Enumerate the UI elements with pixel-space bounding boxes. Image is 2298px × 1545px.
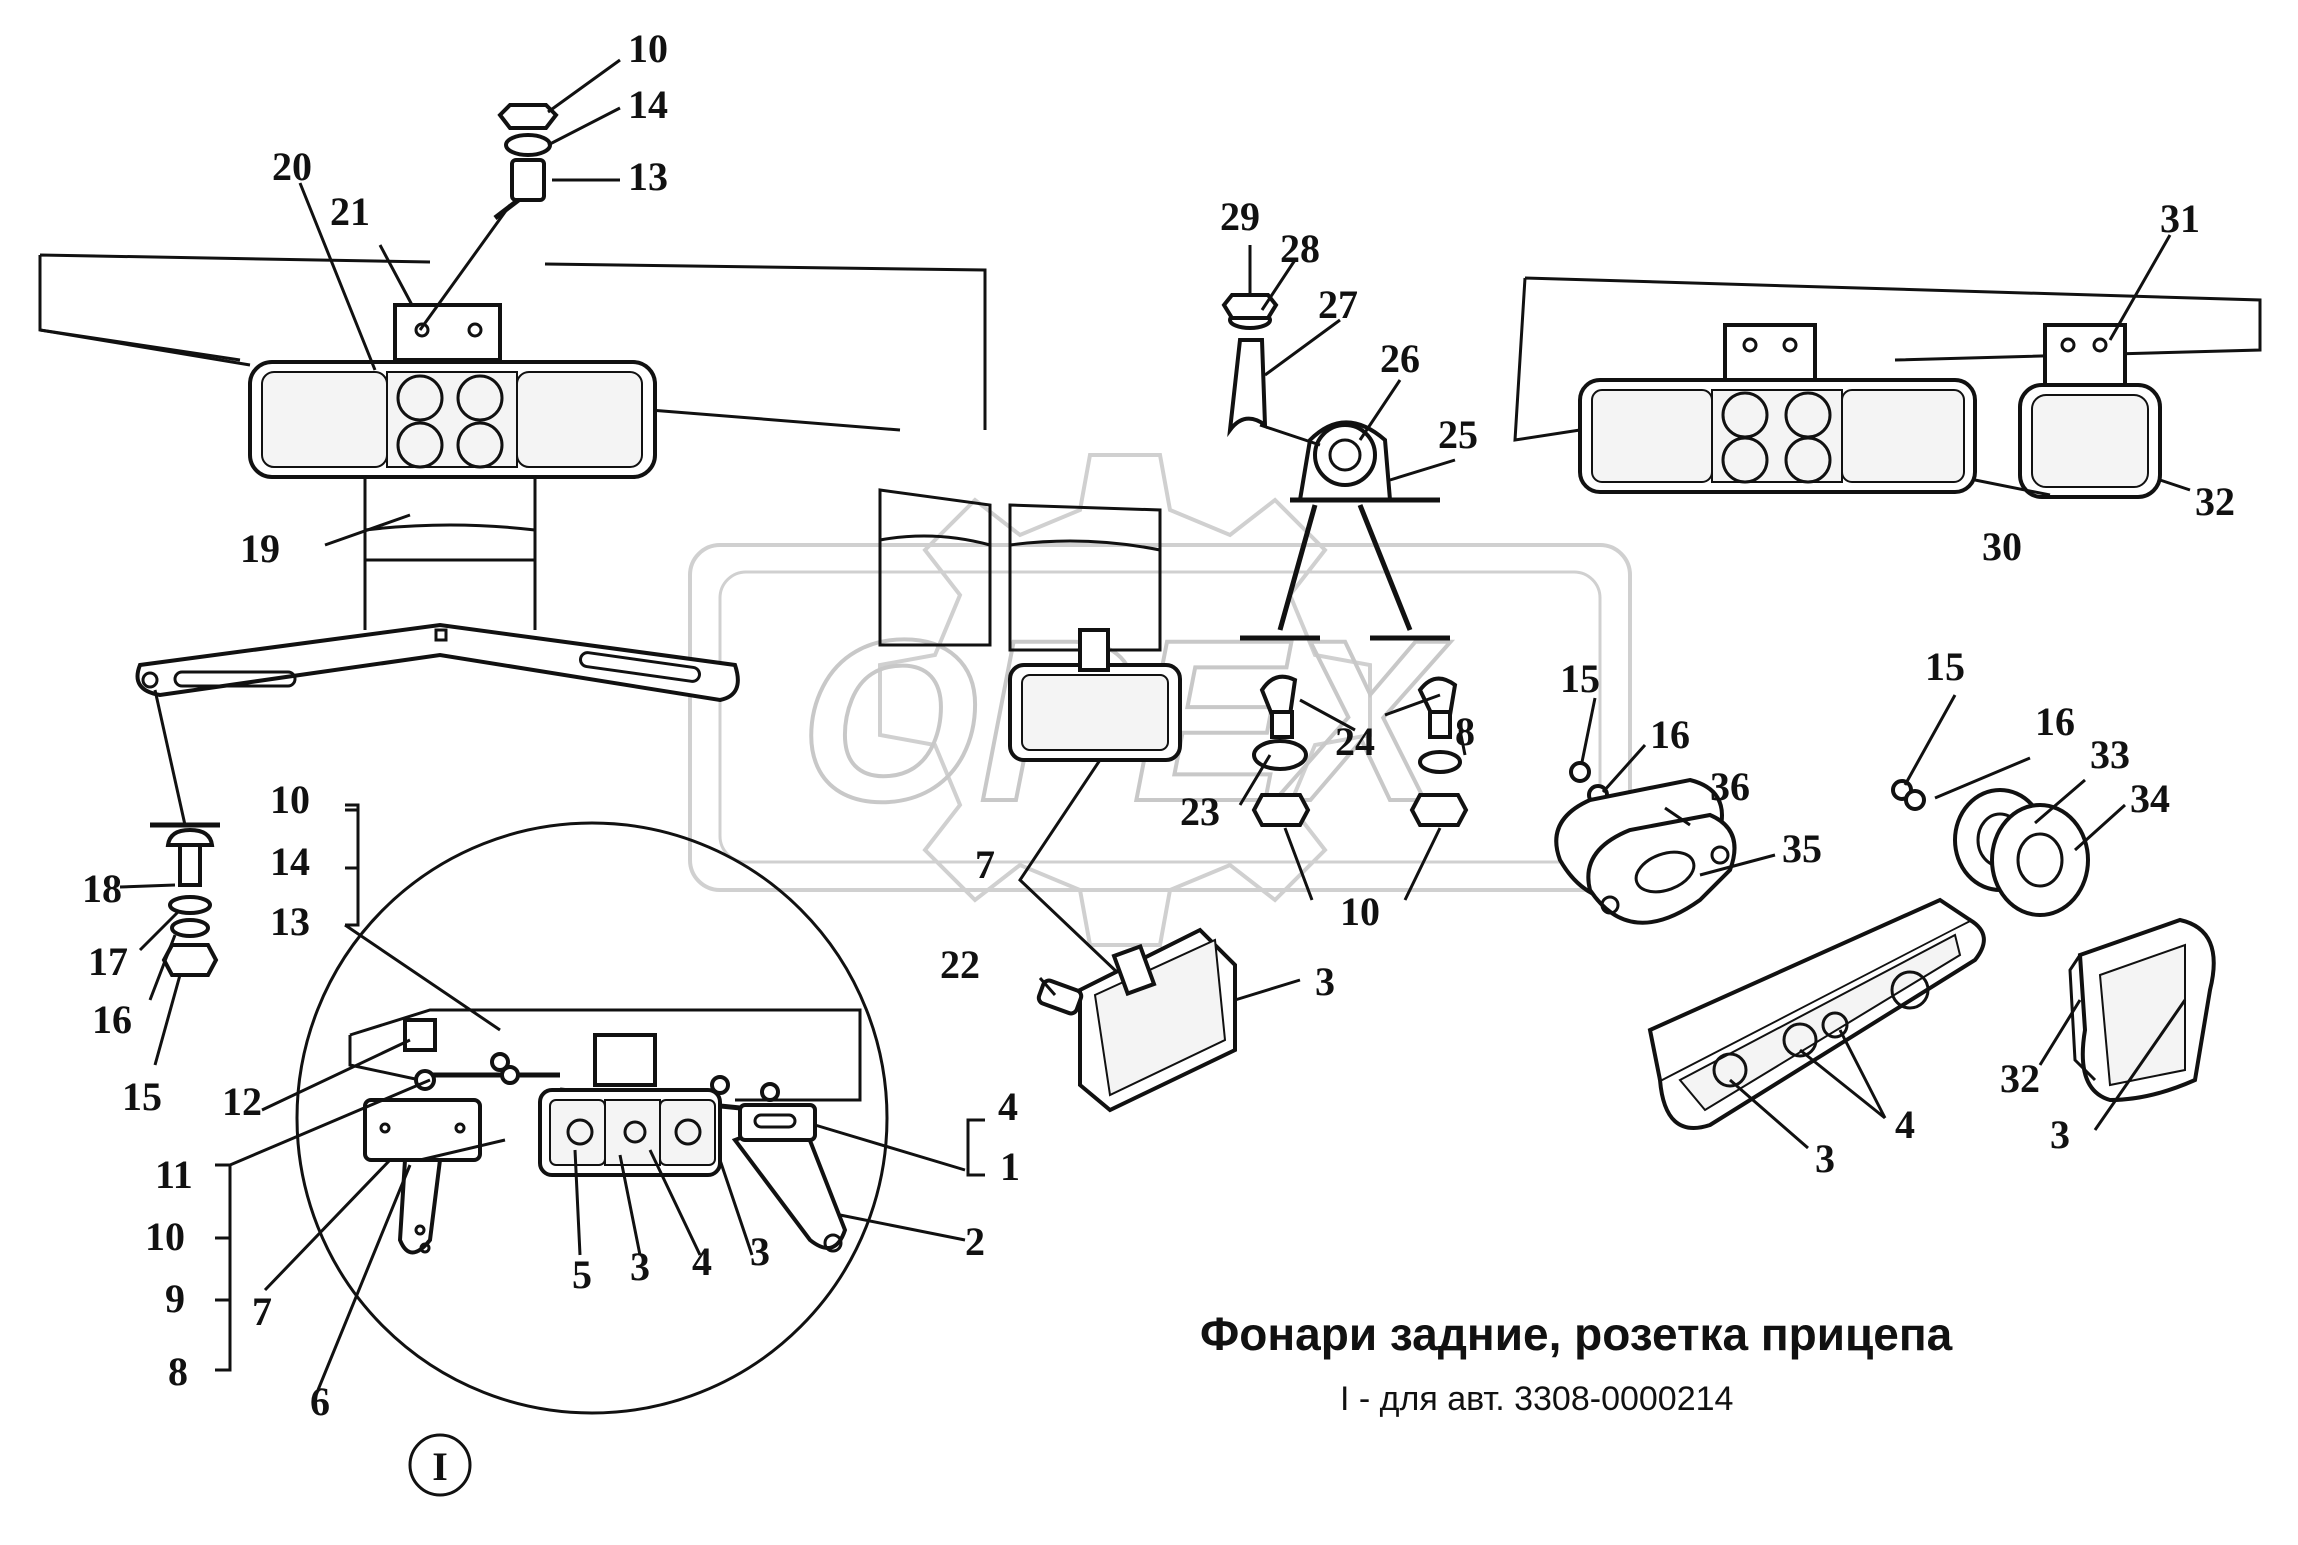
- callout-23: 23: [1180, 789, 1220, 834]
- callout-26: 26: [1380, 336, 1420, 381]
- callout-16: 16: [1650, 712, 1690, 757]
- callout-22: 22: [940, 942, 980, 987]
- callout-3: 3: [630, 1244, 650, 1289]
- callout-8: 8: [168, 1349, 188, 1394]
- callout-28: 28: [1280, 226, 1320, 271]
- callout-1: 1: [1000, 1144, 1020, 1189]
- callout-34: 34: [2130, 776, 2170, 821]
- callout-11: 11: [155, 1152, 193, 1197]
- callout-30: 30: [1982, 524, 2022, 569]
- callout-17: 17: [88, 939, 128, 984]
- callout-5: 5: [572, 1252, 592, 1297]
- callout-15: 15: [1925, 644, 1965, 689]
- callout-25: 25: [1438, 412, 1478, 457]
- diagram-title: Фонари задние, розетка прицепа: [1200, 1308, 1953, 1360]
- callout-10: 10: [270, 777, 310, 822]
- leader-lines: [119, 58, 2191, 1391]
- callout-10: 10: [145, 1214, 185, 1259]
- callout-9: 9: [165, 1276, 185, 1321]
- left-tail-lamp-assembly: [38, 103, 987, 977]
- view-marker: I: [408, 1433, 472, 1497]
- callout-4: 4: [998, 1084, 1018, 1129]
- diagram-subtitle: I - для авт. 3308-0000214: [1340, 1380, 1733, 1418]
- callout-33: 33: [2090, 732, 2130, 777]
- view-marker-label: I: [432, 1444, 448, 1489]
- callout-13: 13: [628, 154, 668, 199]
- callout-15: 15: [122, 1074, 162, 1119]
- callout-21: 21: [330, 189, 370, 234]
- trailer-socket-assembly: [878, 293, 1469, 827]
- callout-10: 10: [1340, 889, 1380, 934]
- callout-7: 7: [252, 1289, 272, 1334]
- callout-6: 6: [310, 1379, 330, 1424]
- callout-12: 12: [222, 1079, 262, 1124]
- plate-lamp-7: [1008, 628, 1237, 1113]
- callout-4: 4: [692, 1239, 712, 1284]
- callout-27: 27: [1318, 282, 1358, 327]
- socket-flanges: [1554, 761, 2090, 925]
- callout-10: 10: [628, 26, 668, 71]
- callout-3: 3: [2050, 1112, 2070, 1157]
- callout-31: 31: [2160, 196, 2200, 241]
- callouts: 10 14 13 20 21 19 18 17 16 15 29 28 27 2…: [82, 26, 2235, 1424]
- callout-7: 7: [975, 842, 995, 887]
- callout-16: 16: [92, 997, 132, 1042]
- callout-14: 14: [628, 82, 668, 127]
- callout-36: 36: [1710, 764, 1750, 809]
- callout-8: 8: [1455, 709, 1475, 754]
- callout-32: 32: [2000, 1056, 2040, 1101]
- callout-32: 32: [2195, 479, 2235, 524]
- rear-lamps-lower: [1647, 897, 2216, 1130]
- callout-16: 16: [2035, 699, 2075, 744]
- callout-24: 24: [1335, 719, 1375, 764]
- callout-3: 3: [750, 1229, 770, 1274]
- callout-20: 20: [272, 144, 312, 189]
- right-tail-lamp-assembly: [1513, 276, 2262, 499]
- callout-35: 35: [1782, 826, 1822, 871]
- callout-13: 13: [270, 899, 310, 944]
- callout-14: 14: [270, 839, 310, 884]
- callout-2: 2: [965, 1219, 985, 1264]
- callout-15: 15: [1560, 656, 1600, 701]
- callout-3: 3: [1815, 1136, 1835, 1181]
- callout-29: 29: [1220, 194, 1260, 239]
- detail-view-I: [295, 821, 889, 1415]
- callout-3: 3: [1315, 959, 1335, 1004]
- callout-19: 19: [240, 526, 280, 571]
- callout-4: 4: [1895, 1102, 1915, 1147]
- callout-18: 18: [82, 866, 122, 911]
